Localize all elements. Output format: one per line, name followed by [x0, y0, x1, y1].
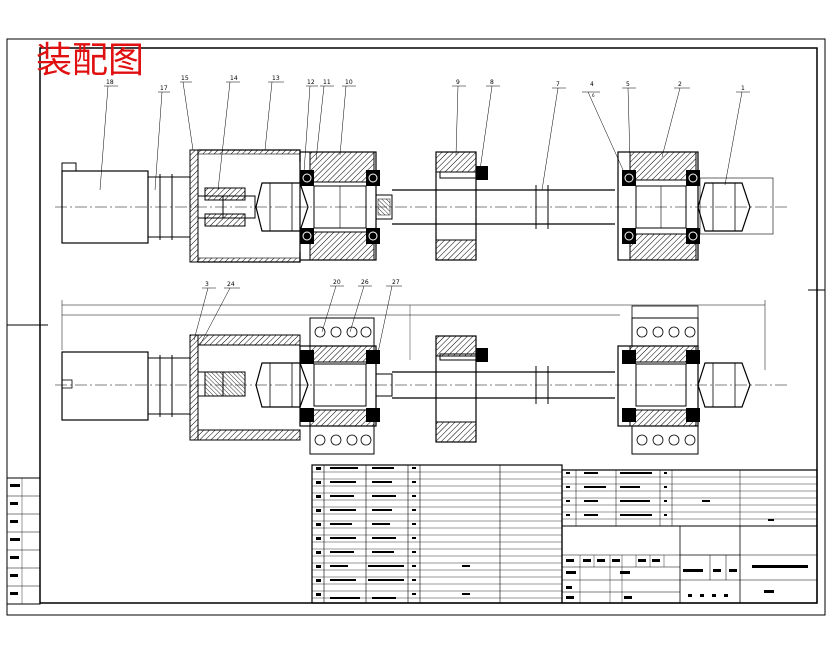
label-5: 5 — [626, 81, 630, 88]
label-15: 15 — [181, 75, 189, 82]
title-block — [561, 469, 818, 604]
bottom-section-view: 3 24 20 26 27 — [55, 279, 790, 455]
label-12: 12 — [307, 79, 315, 86]
label-27: 27 — [392, 279, 400, 286]
drawing-title: 装配图 — [36, 40, 144, 81]
label-7: 7 — [556, 81, 560, 88]
label-6: 6 — [592, 93, 595, 98]
label-4: 4 — [590, 81, 594, 88]
label-9: 9 — [456, 79, 460, 86]
label-3: 3 — [205, 281, 209, 288]
top-section-view: 18 17 15 14 13 12 11 10 9 — [55, 75, 790, 263]
label-14: 14 — [230, 75, 238, 82]
label-10: 10 — [345, 79, 353, 86]
label-1: 1 — [741, 85, 745, 92]
label-17: 17 — [160, 85, 168, 92]
label-20: 20 — [333, 279, 341, 286]
label-13: 13 — [272, 75, 280, 82]
label-18: 18 — [106, 79, 114, 86]
top-view-leaders: 18 17 15 14 13 12 11 10 9 — [99, 75, 750, 191]
left-side-box — [6, 477, 41, 605]
inner-border — [39, 47, 818, 604]
bottom-view-leaders: 3 24 20 26 27 — [193, 279, 402, 363]
outer-border — [6, 38, 826, 616]
label-8: 8 — [490, 79, 494, 86]
parts-list-table — [311, 464, 563, 604]
label-24: 24 — [227, 281, 235, 288]
label-2: 2 — [678, 81, 682, 88]
label-11: 11 — [323, 79, 331, 86]
label-26: 26 — [361, 279, 369, 286]
